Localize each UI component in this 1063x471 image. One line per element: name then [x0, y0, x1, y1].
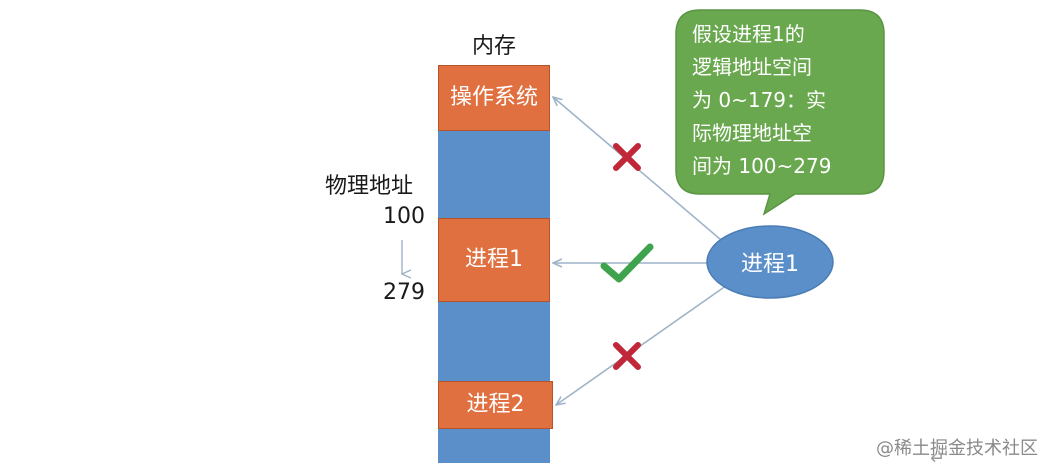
arrow-to-process-2 — [556, 282, 731, 405]
callout-bubble — [675, 9, 885, 216]
callout-line: 逻辑地址空间 — [692, 55, 812, 79]
callout-line: 际物理地址空 — [692, 121, 812, 145]
physical-address-label: 物理地址 — [325, 174, 414, 199]
cross-icon — [613, 143, 641, 171]
segment-operating-system: 操作系统 — [438, 65, 550, 131]
process-label: 进程1 — [741, 252, 799, 277]
callout-line: 为 0~179：实 — [692, 88, 827, 112]
segment-process-1: 进程1 — [438, 218, 550, 302]
memory-title: 内存 — [471, 34, 516, 59]
watermark: @稀土掘金技术社区 — [876, 438, 1038, 459]
segment-process-2: 进程2 — [438, 381, 553, 429]
check-icon — [600, 243, 654, 283]
address-end: 279 — [383, 280, 425, 305]
callout-text: 假设进程1的 逻辑地址空间 为 0~179：实 际物理地址空 间为 100~27… — [692, 18, 872, 183]
return-icon: ↵ — [930, 448, 946, 469]
process-ellipse — [706, 225, 834, 299]
address-start: 100 — [383, 204, 425, 229]
cross-icon — [613, 342, 641, 370]
callout-line: 间为 100~279 — [692, 154, 832, 178]
callout-line: 假设进程1的 — [692, 22, 805, 46]
arrow-to-os — [553, 97, 728, 246]
